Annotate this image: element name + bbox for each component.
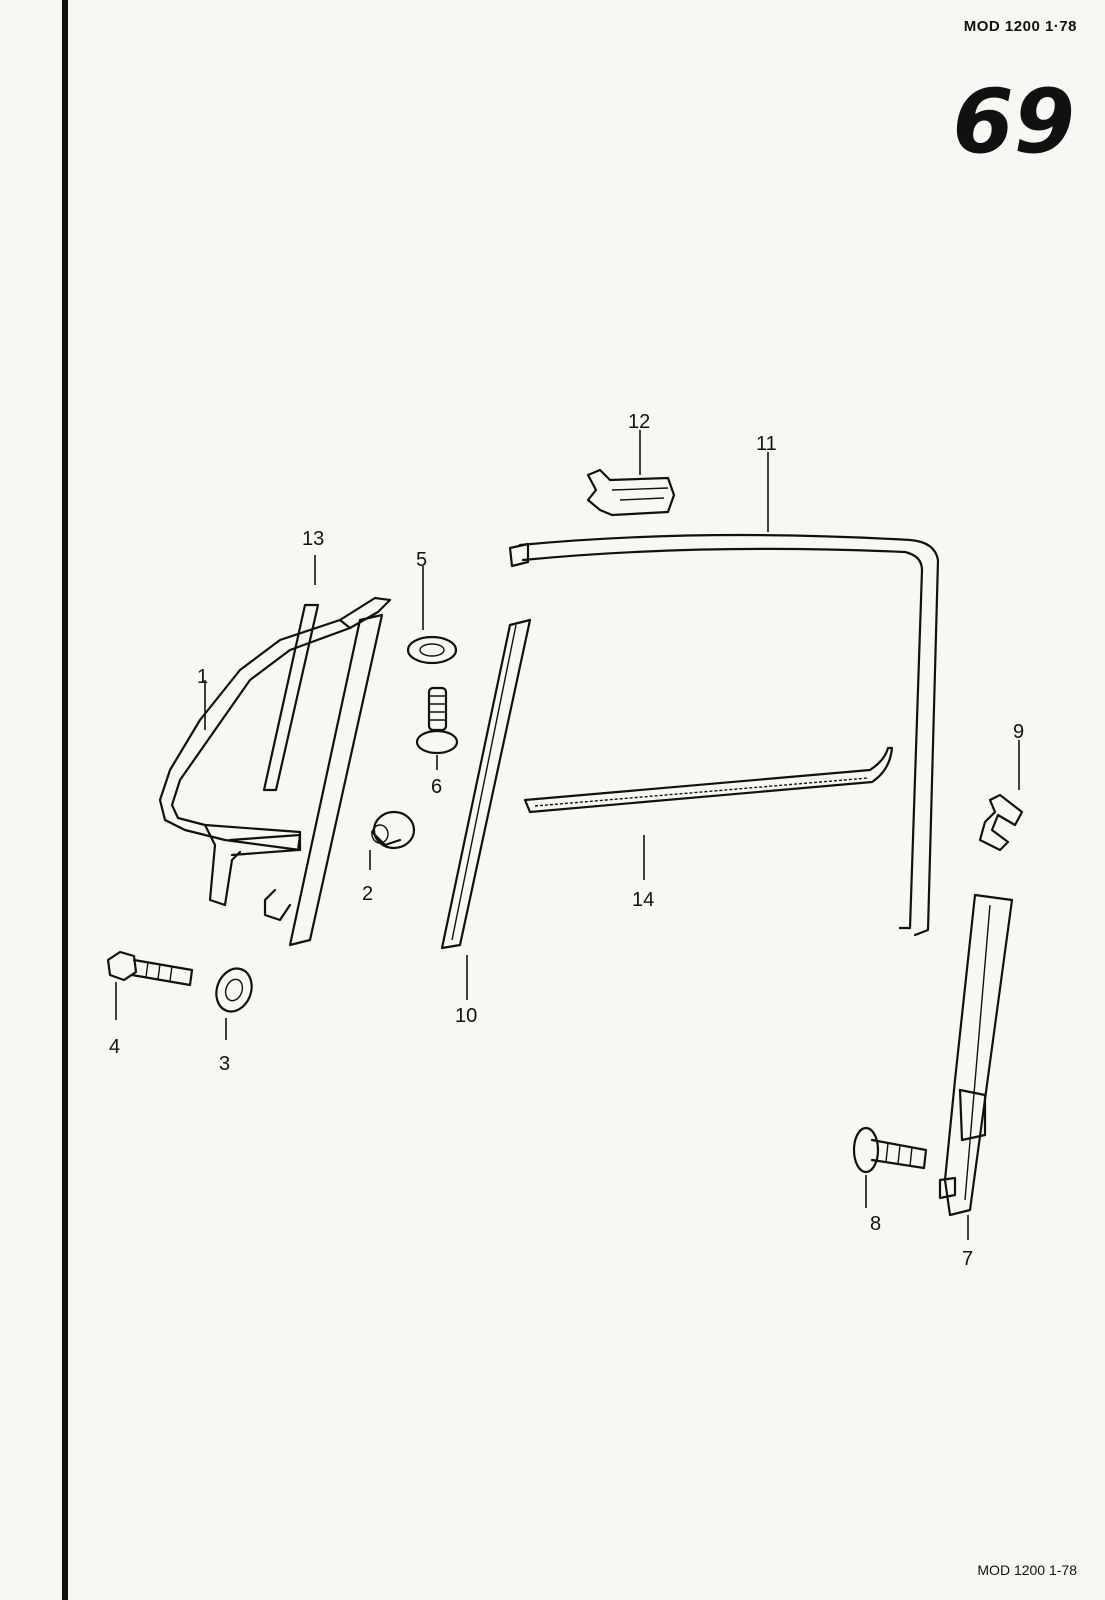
part-7-rear-channel <box>938 893 1014 1217</box>
part-14-weatherstrip <box>523 746 894 814</box>
callout-13: 13 <box>302 528 324 550</box>
part-8-bolt <box>852 1126 928 1174</box>
callout-4: 4 <box>109 1036 120 1058</box>
part-4-bolt <box>106 950 194 987</box>
callout-3: 3 <box>219 1053 230 1075</box>
callout-8: 8 <box>870 1213 881 1235</box>
callout-7: 7 <box>962 1248 973 1270</box>
part-9-spring-clip <box>978 793 1024 852</box>
part-13-seal-strip <box>262 603 320 792</box>
part-2-bushing <box>370 810 416 850</box>
callout-14: 14 <box>632 889 654 911</box>
page-number: 69 <box>952 70 1075 173</box>
callout-2: 2 <box>362 883 373 905</box>
callout-5: 5 <box>416 549 427 571</box>
binding-edge <box>62 0 68 1600</box>
callout-6: 6 <box>431 776 442 798</box>
leader-lines <box>115 430 1020 1240</box>
model-reference-bottom: MOD 1200 1-78 <box>977 1562 1077 1578</box>
part-11-window-channel <box>508 533 940 937</box>
part-10-division-channel <box>440 618 532 950</box>
part-6-bolt <box>415 686 459 755</box>
callout-9: 9 <box>1013 721 1024 743</box>
part-12-clip <box>586 468 676 517</box>
part-5-washer <box>406 635 458 665</box>
callout-10: 10 <box>455 1005 477 1027</box>
callout-1: 1 <box>197 666 208 688</box>
model-reference-top: MOD 1200 1·78 <box>963 18 1077 35</box>
callout-12: 12 <box>628 411 650 433</box>
callout-11: 11 <box>756 433 777 455</box>
part-3-washer <box>215 967 253 1013</box>
part-1-vent-window-frame <box>158 596 392 947</box>
